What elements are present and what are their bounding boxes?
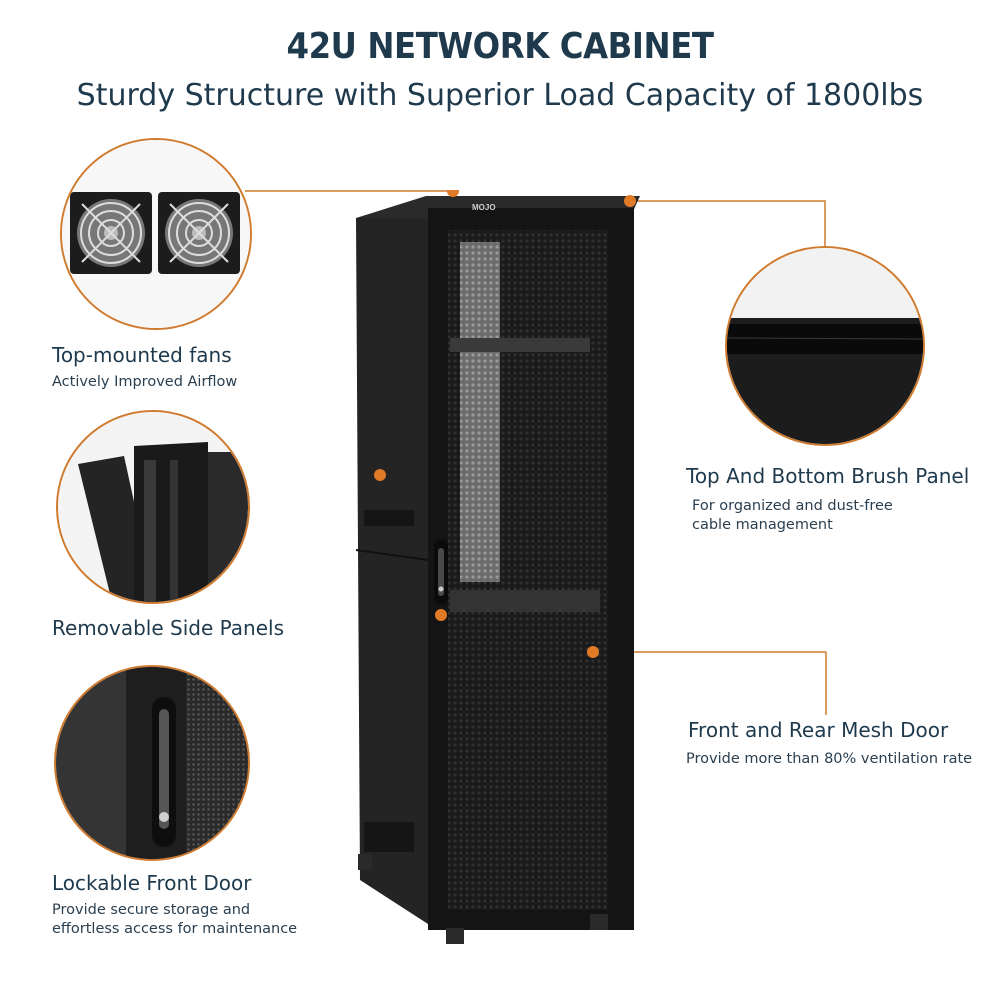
- lock-feature-dot: [435, 609, 447, 621]
- side-panels-heading: Removable Side Panels: [52, 616, 285, 640]
- mesh-door-heading: Front and Rear Mesh Door: [688, 718, 949, 742]
- page-title: 42U NETWORK CABINET: [286, 26, 714, 67]
- lock-handle-icon: [56, 667, 248, 859]
- brush-panel-description-line1: For organized and dust-free: [692, 498, 893, 514]
- front-door-heading: Lockable Front Door: [52, 871, 252, 895]
- fans-description: Actively Improved Airflow: [52, 374, 238, 390]
- mesh-feature-dot: [587, 646, 599, 658]
- brush-panel-icon: [727, 248, 923, 444]
- mesh-door-description: Provide more than 80% ventilation rate: [686, 751, 973, 767]
- fans-detail-circle: [60, 138, 252, 330]
- fans-icon: [62, 140, 250, 328]
- fan-feature-dot: [447, 190, 459, 197]
- brush-panel-description-line2: cable management: [692, 517, 833, 533]
- brand-logo: MOJO: [472, 203, 496, 212]
- front-door-detail-circle: [54, 665, 250, 861]
- brush-panel-detail-circle: [725, 246, 925, 446]
- brush-panel-heading: Top And Bottom Brush Panel: [686, 464, 970, 488]
- fans-heading: Top-mounted fans: [52, 343, 232, 367]
- page-subtitle: Sturdy Structure with Superior Load Capa…: [76, 78, 924, 113]
- side-panel-detail-circle: [56, 410, 250, 604]
- side-panel-icon: [58, 412, 248, 602]
- brush-feature-dot: [624, 195, 636, 207]
- network-cabinet-image: [355, 190, 640, 944]
- front-door-description-line2: effortless access for maintenance: [52, 921, 298, 937]
- front-door-description-line1: Provide secure storage and: [52, 902, 251, 918]
- side-panel-feature-dot: [374, 469, 386, 481]
